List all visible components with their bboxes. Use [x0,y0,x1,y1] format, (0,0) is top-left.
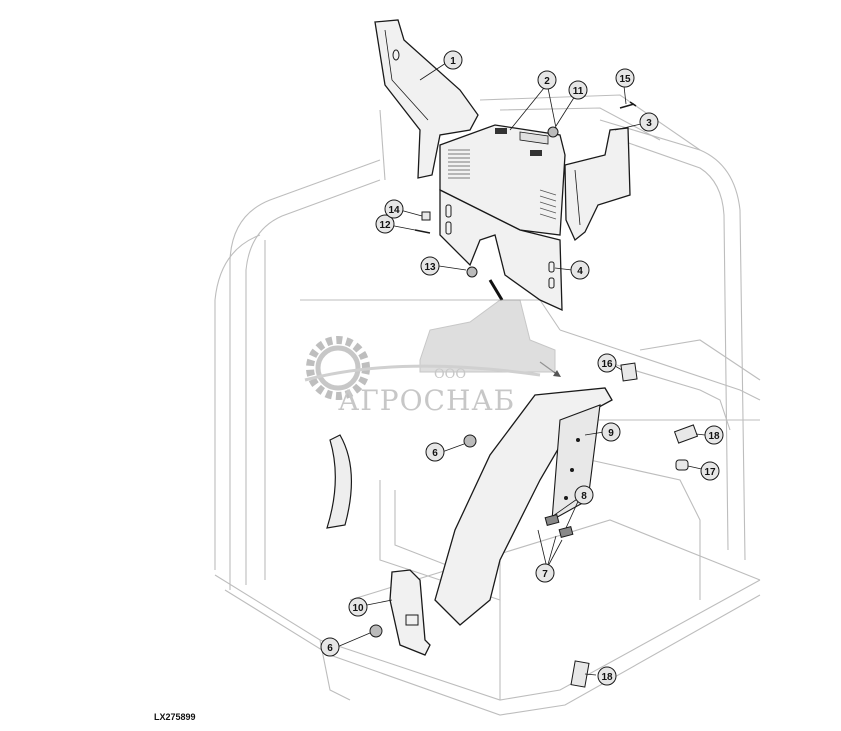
pillar-trim [326,434,352,529]
part-14-clip [421,211,431,221]
watermark-brand-text: АГРОСНАБ [338,384,515,417]
vent-grille [448,149,557,220]
callout-labels: 1 2 3 4 6 6 7 8 9 10 11 12 13 14 15 16 1… [327,56,720,683]
part-12-screw [414,229,431,234]
callout-14: 14 [388,205,400,216]
part-15-screw [619,101,637,109]
part-10-bracket [389,569,431,656]
callout-16: 16 [601,359,613,370]
part-6-grommet-lower [369,624,383,638]
part-18-pad-lower [570,660,590,688]
part-13-fastener [466,266,478,278]
part-16-pad [620,362,638,382]
callout-6-upper: 6 [432,448,438,459]
part-11-nut [547,126,559,138]
leader-lines [336,62,707,676]
part-4-lower-center-panel [439,188,563,312]
part-18-pad-upper [673,424,699,444]
callout-17: 17 [704,467,716,478]
callout-1: 1 [450,56,456,67]
drawing-reference-code: LX275899 [154,712,196,722]
callout-18-lower: 18 [601,672,613,683]
part-8-clip-a [544,513,560,527]
callout-4: 4 [577,266,583,277]
part-9-side-trim-panel [434,387,613,626]
callout-6-lower: 6 [327,643,333,654]
part-8-clip-b [558,525,574,539]
callout-9: 9 [608,428,614,439]
part-3-right-upper-cover [564,127,631,242]
callout-12: 12 [379,220,391,231]
callout-2: 2 [544,76,550,87]
part-17-plug [675,459,689,471]
callout-15: 15 [619,74,631,85]
part-6-grommet-upper [463,434,477,448]
callout-13: 13 [424,262,436,273]
callout-8: 8 [581,491,587,502]
callout-7: 7 [542,569,548,580]
callout-bubbles [320,50,724,686]
part-1-left-upper-cover [374,19,479,179]
callout-3: 3 [646,118,652,129]
watermark-small-text: ООО [434,367,466,382]
callout-11: 11 [573,86,584,97]
callout-10: 10 [352,603,364,614]
harvester-icon [419,299,556,373]
watermark-logo: ООО АГРОСНАБ [304,299,556,417]
callout-18-upper: 18 [708,431,720,442]
